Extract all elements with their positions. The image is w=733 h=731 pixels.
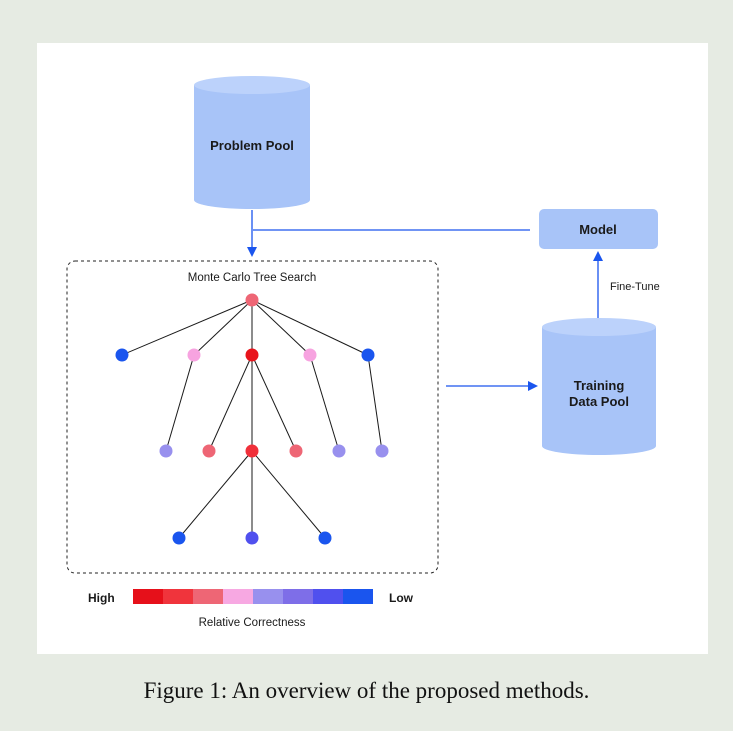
- tree-node-c3: [318, 531, 332, 545]
- legend-low-label: Low: [389, 591, 414, 605]
- model-box: Model: [539, 209, 658, 249]
- tree-node-root: [245, 293, 259, 307]
- legend-swatch-0: [133, 589, 163, 604]
- connector-arrows: [247, 210, 603, 391]
- tree-edge-root-a4: [251, 299, 311, 356]
- tree-edge-b3-c1: [178, 450, 253, 539]
- training-data-pool-cylinder: Training Data Pool: [542, 318, 656, 455]
- training-pool-label-line2: Data Pool: [569, 394, 629, 409]
- legend-high-label: High: [88, 591, 115, 605]
- legend-swatch-3: [223, 589, 253, 604]
- tree-node-b2: [202, 444, 216, 458]
- tree-edge-a3-b4: [251, 354, 297, 452]
- tree-edge-root-a5: [251, 299, 369, 356]
- tree-edge-b3-c3: [251, 450, 326, 539]
- legend-color-scale: [133, 589, 373, 604]
- tree-edge-root-a2: [193, 299, 253, 356]
- tree-node-c2: [245, 531, 259, 545]
- tree-edge-a2-b1: [165, 354, 195, 452]
- legend-swatch-2: [193, 589, 223, 604]
- legend-swatch-6: [313, 589, 343, 604]
- tree-node-c1: [172, 531, 186, 545]
- legend-swatch-4: [253, 589, 283, 604]
- tree-node-b1: [159, 444, 173, 458]
- problem-pool-cylinder: Problem Pool: [194, 76, 310, 209]
- tree-edge-a4-b5: [309, 354, 340, 452]
- mcts-frame: [66, 260, 439, 574]
- tree-node-a5: [361, 348, 375, 362]
- tree-edge-root-a1: [121, 299, 253, 356]
- tree-nodes: [115, 293, 389, 545]
- tree-node-b6: [375, 444, 389, 458]
- legend-swatch-7: [343, 589, 373, 604]
- tree-edges: [121, 299, 383, 539]
- tree-node-b3: [245, 444, 259, 458]
- tree-node-a1: [115, 348, 129, 362]
- figure-caption: Figure 1: An overview of the proposed me…: [143, 678, 590, 703]
- legend-swatch-5: [283, 589, 313, 604]
- tree-edge-a3-b2: [208, 354, 253, 452]
- problem-pool-label: Problem Pool: [210, 138, 294, 153]
- tree-node-a2: [187, 348, 201, 362]
- tree-node-b4: [289, 444, 303, 458]
- tree-node-a3: [245, 348, 259, 362]
- model-label: Model: [579, 222, 617, 237]
- tree-node-b5: [332, 444, 346, 458]
- training-pool-label-line1: Training: [574, 378, 625, 393]
- legend-title: Relative Correctness: [199, 617, 306, 629]
- mcts-title: Monte Carlo Tree Search: [188, 272, 316, 284]
- tree-node-a4: [303, 348, 317, 362]
- tree-edge-a5-b6: [367, 354, 383, 452]
- legend-swatch-1: [163, 589, 193, 604]
- fine-tune-label: Fine-Tune: [610, 281, 660, 293]
